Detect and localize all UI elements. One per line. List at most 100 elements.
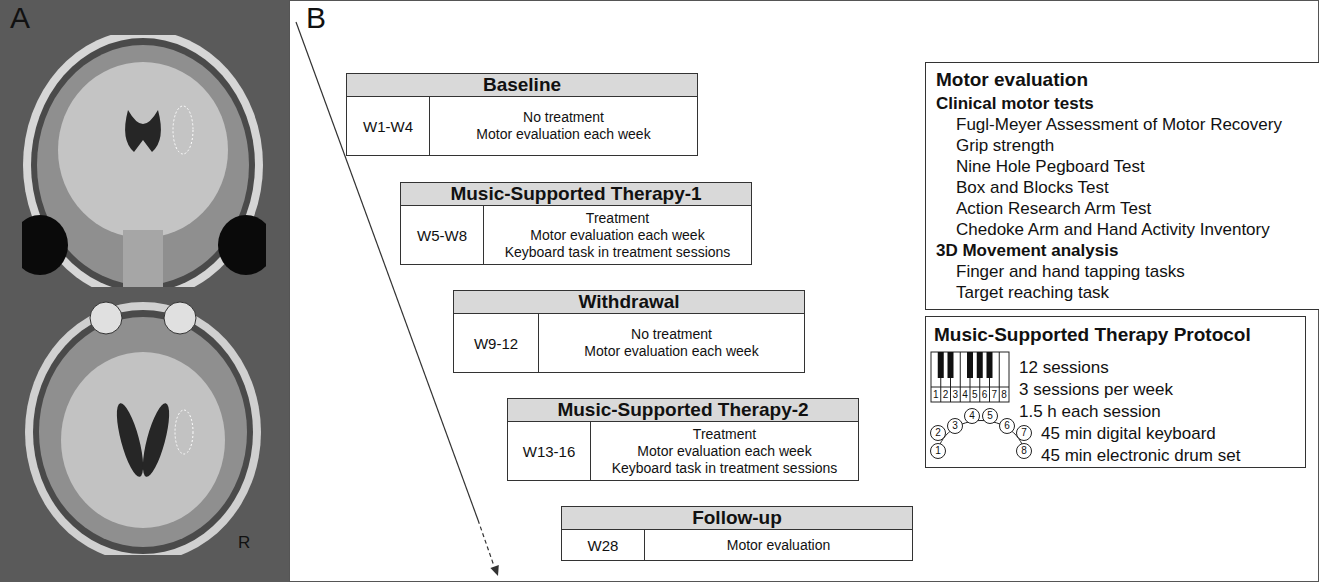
drum-number: 1 <box>935 446 941 456</box>
keyboard-icon <box>931 352 1009 402</box>
temporal-shadow <box>22 215 68 275</box>
grey-matter <box>39 317 247 547</box>
activity-cell: No treatmentMotor evaluation each week <box>430 97 697 155</box>
label-slot: 1 <box>933 390 939 400</box>
test-item: Box and Blocks Test <box>956 177 1315 198</box>
phase-title: Follow-up <box>692 507 782 529</box>
label-slot: B <box>306 3 326 33</box>
brainstem <box>123 230 163 287</box>
label-slot: A <box>10 3 30 33</box>
section-heading: 3D Movement analysis <box>936 240 1315 261</box>
phase-activity: Treatment <box>586 210 649 227</box>
phase-header: Music-Supported Therapy-2 <box>508 399 858 422</box>
week-cell: W28 <box>562 530 645 560</box>
phase-title: Music-Supported Therapy-2 <box>557 399 808 421</box>
drum-pad <box>1000 419 1015 434</box>
key-number: 4 <box>962 390 968 400</box>
phase-header: Withdrawal <box>454 291 804 314</box>
axial-mri <box>25 302 261 555</box>
ventricles <box>125 110 161 152</box>
week-cell: W1-W4 <box>347 97 430 155</box>
eye <box>90 302 122 334</box>
black-key <box>977 352 983 378</box>
panel-background <box>0 0 289 582</box>
label-slot: R <box>238 534 250 551</box>
week-label: W13-16 <box>523 443 576 460</box>
test-item: Action Research Arm Test <box>956 198 1315 219</box>
keyboard-body <box>931 352 1009 402</box>
week-label: W28 <box>588 537 619 554</box>
phase-box: Follow-upW28 Motor evaluation <box>561 506 913 561</box>
label-slot: 6 <box>1004 421 1010 431</box>
activity-cell: TreatmentMotor evaluation each weekKeybo… <box>484 206 751 264</box>
phase-activity: Motor evaluation each week <box>584 343 758 360</box>
phase-activity: No treatment <box>523 109 604 126</box>
week-label: W1-W4 <box>363 118 413 135</box>
temporal-shadow <box>218 215 266 275</box>
label-slot: 8 <box>1021 446 1027 456</box>
drum-pad <box>1017 444 1032 459</box>
label-slot: 2 <box>943 390 949 400</box>
phase-box: BaselineW1-W4 No treatmentMotor evaluatio… <box>346 73 698 156</box>
phase-activity: Motor evaluation <box>727 537 831 554</box>
test-item: Chedoke Arm and Hand Activity Inventory <box>956 219 1315 240</box>
phase-activity: Motor evaluation each week <box>476 126 650 143</box>
phase-title: Withdrawal <box>578 291 679 313</box>
scalp <box>25 302 261 555</box>
label-slot: 3 <box>953 390 959 400</box>
lesion-outline <box>175 410 193 454</box>
test-item: Target reaching task <box>956 282 1315 303</box>
phase-body: W13-16 TreatmentMotor evaluation each wee… <box>508 422 858 480</box>
test-item: Fugl-Meyer Assessment of Motor Recovery <box>956 114 1315 135</box>
evaluation-box: Motor evaluationClinical motor testsFugl… <box>925 62 1319 310</box>
protocol-item: 45 min electronic drum set <box>1041 445 1297 467</box>
protocol-item: 3 sessions per week <box>1019 379 1297 401</box>
label-slot: 2 <box>935 428 941 438</box>
phase-box: Music-Supported Therapy-2W13-16 Treatment… <box>507 398 859 481</box>
key-number: 3 <box>953 390 959 400</box>
key-number: 2 <box>943 390 949 400</box>
key-divider <box>960 352 961 402</box>
phase-body: W28 Motor evaluation <box>562 530 912 560</box>
panel-letter: A <box>10 3 30 33</box>
test-item: Nine Hole Pegboard Test <box>956 156 1315 177</box>
panel-title: Motor evaluation <box>936 67 1315 93</box>
label-slot: 3 <box>952 421 958 431</box>
phase-body: W9-12No treatmentMotor evaluation each w… <box>454 314 804 372</box>
week-cell: W5-W8 <box>401 206 484 264</box>
week-label: W5-W8 <box>417 227 467 244</box>
drum-pad <box>1017 426 1032 441</box>
week-cell: W13-16 <box>508 422 591 480</box>
week-cell: W9-12 <box>454 314 539 372</box>
phase-body: W1-W4 No treatmentMotor evaluation each w… <box>347 97 697 155</box>
skull <box>33 310 253 554</box>
section-heading: Clinical motor tests <box>936 93 1315 114</box>
label-slot: 5 <box>987 411 993 421</box>
lesion-outline <box>173 106 193 154</box>
phase-header: Baseline <box>347 74 697 97</box>
black-key <box>948 352 954 378</box>
drum-number: 5 <box>987 411 993 421</box>
drum-set-icon <box>931 409 1032 459</box>
label-slot: 7 <box>1021 428 1027 438</box>
phase-activity: Motor evaluation each week <box>637 443 811 460</box>
label-slot: 4 <box>969 411 975 421</box>
drum-pad <box>931 426 946 441</box>
phase-box: Music-Supported Therapy-1W5-W8TreatmentM… <box>400 182 752 265</box>
key-number: 7 <box>992 390 998 400</box>
white-matter <box>61 352 225 528</box>
label-slot: 6 <box>982 390 988 400</box>
key-number: 8 <box>1001 390 1007 400</box>
phase-activity: Motor evaluation each week <box>530 227 704 244</box>
phase-title: Baseline <box>483 74 561 96</box>
activity-cell: No treatmentMotor evaluation each week <box>539 314 804 372</box>
drum-number: 2 <box>935 428 941 438</box>
drum-pad <box>983 409 998 424</box>
phase-activity: Treatment <box>693 426 756 443</box>
protocol-item: 45 min digital keyboard <box>1041 423 1297 445</box>
eye <box>164 302 196 334</box>
drum-number: 6 <box>1004 421 1010 431</box>
black-key <box>967 352 973 378</box>
side-marker: R <box>238 534 250 551</box>
panel-title: Music-Supported Therapy Protocol <box>934 322 1297 348</box>
